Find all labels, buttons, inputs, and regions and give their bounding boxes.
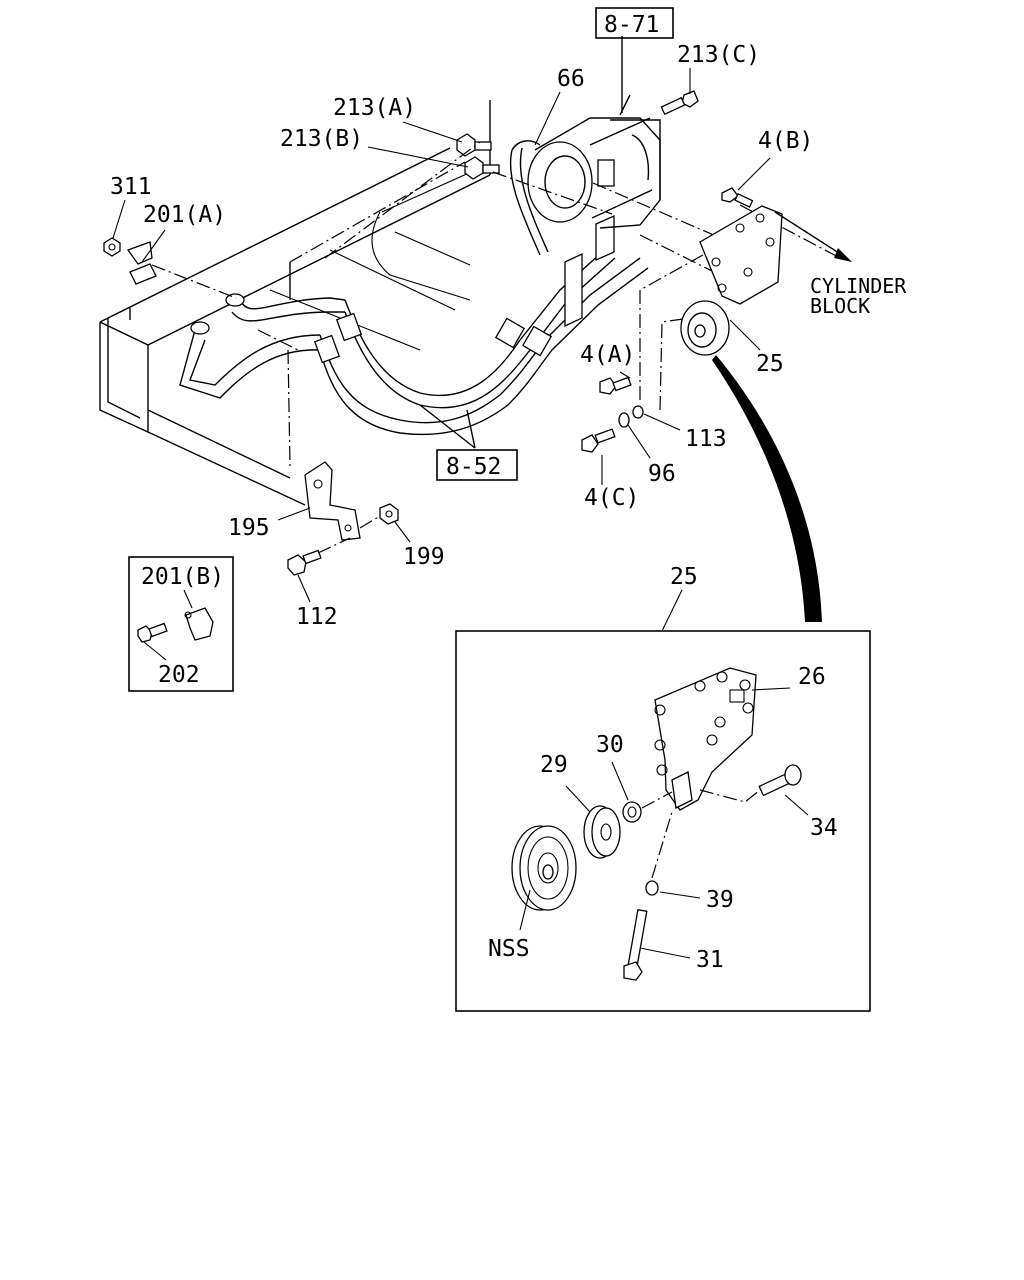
callout-labels: 66 213(A) 213(B) 213(C) 311 201(A) 4(B) … [110,42,907,973]
washer-39 [645,811,701,899]
bolt-4b [721,157,771,208]
label-113: 113 [685,426,727,452]
bolt-34 [699,764,809,816]
detail-callout-arrow [712,355,822,622]
label-199: 199 [403,544,445,570]
bolt-112 [287,537,351,603]
label-4b: 4(B) [758,128,813,154]
label-202: 202 [158,662,200,688]
label-201b: 201(B) [141,564,224,590]
ref-box-8-71[interactable]: 8-71 [595,7,674,39]
ac-hoses [179,214,649,449]
label-4a: 4(A) [580,342,635,368]
washer-113 [632,405,681,431]
hose-66 [509,91,561,256]
label-213a: 213(A) [333,95,416,121]
spacer-30 [611,761,673,823]
bolt-213a [402,121,492,157]
label-112: 112 [296,604,338,630]
label-66: 66 [557,66,585,92]
label-96: 96 [648,461,676,487]
bolt-213c [660,68,699,116]
bracket-195 [277,461,361,541]
label-213b: 213(B) [280,126,363,152]
ref-8-52-text: 8-52 [446,454,501,480]
label-block: BLOCK [810,294,870,318]
bolt-4c [581,428,616,485]
label-31: 31 [696,947,724,973]
washer-96 [618,412,651,459]
label-cylinder: CYLINDER [810,274,907,298]
label-201a: 201(A) [143,202,226,228]
clip-201a [126,229,166,285]
chassis-frame [99,100,491,506]
ref-box-8-52[interactable]: 8-52 [436,449,518,481]
compressor [527,36,661,229]
alignment-lines [151,141,841,467]
bolt-31 [623,908,691,981]
label-29: 29 [540,752,568,778]
label-311: 311 [110,174,152,200]
inset-clip-201b [128,556,234,692]
label-34: 34 [810,815,838,841]
label-25-detail: 25 [670,564,698,590]
ref-8-71-text: 8-71 [604,12,659,38]
label-4c: 4(C) [584,485,639,511]
bracket-25-top [680,205,783,356]
nut-199 [359,503,411,543]
detail-box-25 [455,589,871,1012]
nut-311 [103,199,126,257]
bolt-4a [599,371,632,395]
label-213c: 213(C) [677,42,760,68]
label-25-top: 25 [756,351,784,377]
label-nss: NSS [488,936,530,962]
label-39: 39 [706,887,734,913]
label-26: 26 [798,664,826,690]
bolt-213b [367,146,500,180]
label-30: 30 [596,732,624,758]
bracket-26 [654,667,791,811]
cylinder-block-arrow [774,211,852,262]
pulley-29 [565,785,621,859]
pulley-nss [511,825,577,931]
label-195: 195 [228,515,270,541]
